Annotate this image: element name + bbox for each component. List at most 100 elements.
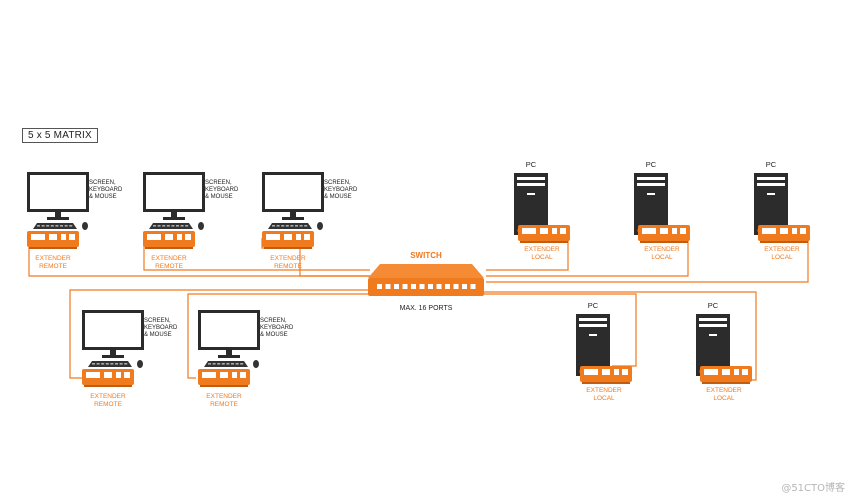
extender-remote-label: REMOTE bbox=[155, 263, 183, 270]
switch-body bbox=[368, 278, 484, 296]
switch-port bbox=[377, 284, 382, 289]
extender-remote-label: EXTENDER bbox=[206, 393, 242, 400]
extender-device bbox=[27, 231, 79, 249]
keyboard-key bbox=[110, 363, 114, 365]
keyboard-key bbox=[281, 225, 285, 227]
keyboard-key bbox=[226, 363, 230, 365]
extender-local-label: LOCAL bbox=[771, 254, 793, 261]
extender-device bbox=[198, 369, 250, 387]
switch-port bbox=[419, 284, 425, 289]
mouse-icon bbox=[253, 360, 259, 368]
pc-label: PC bbox=[708, 301, 719, 310]
keyboard-key bbox=[124, 363, 128, 365]
extender-local-label: EXTENDER bbox=[524, 246, 560, 253]
extender-local-label: EXTENDER bbox=[586, 387, 622, 394]
extender-device bbox=[518, 225, 570, 243]
extender-remote-label: EXTENDER bbox=[151, 255, 187, 262]
pc-drive-bay bbox=[637, 177, 665, 180]
mouse-icon bbox=[317, 222, 323, 230]
extender-port bbox=[31, 234, 45, 240]
extender-port bbox=[800, 228, 806, 234]
switch-port bbox=[453, 284, 459, 289]
extender-port bbox=[124, 372, 130, 378]
keyboard-key bbox=[217, 363, 221, 365]
extender-base bbox=[145, 247, 193, 249]
keyboard-key bbox=[276, 225, 280, 227]
extender-port bbox=[704, 369, 718, 375]
keyboard-key bbox=[115, 363, 118, 365]
extender-port bbox=[296, 234, 301, 240]
peripherals-label: KEYBOARD bbox=[144, 325, 178, 331]
switch-port bbox=[411, 284, 416, 289]
peripherals-label: KEYBOARD bbox=[89, 187, 123, 193]
keyboard-key bbox=[41, 225, 45, 227]
extender-port bbox=[522, 228, 536, 234]
watermark: @51CTO博客 bbox=[781, 483, 845, 494]
peripherals-label: SCREEN, bbox=[324, 180, 351, 186]
extender-port bbox=[49, 234, 57, 240]
cable-remote-2 bbox=[143, 238, 370, 271]
keyboard-key bbox=[185, 225, 189, 227]
extender-port bbox=[165, 234, 173, 240]
extender-base bbox=[760, 241, 808, 243]
cable-local-1 bbox=[486, 238, 569, 271]
keyboard-icon bbox=[268, 223, 312, 229]
keyboard-key bbox=[166, 225, 170, 227]
keyboard-key bbox=[37, 225, 40, 227]
keyboard-key bbox=[212, 363, 216, 365]
extender-local-label: EXTENDER bbox=[644, 246, 680, 253]
peripherals-label: KEYBOARD bbox=[324, 187, 358, 193]
keyboard-key bbox=[171, 225, 175, 227]
extender-port bbox=[104, 372, 112, 378]
keyboard-key bbox=[50, 225, 54, 227]
keyboard-icon bbox=[149, 223, 193, 229]
extender-base bbox=[200, 385, 248, 387]
pc-drive-bay bbox=[699, 318, 727, 321]
extender-port bbox=[742, 369, 748, 375]
extender-port bbox=[540, 228, 548, 234]
extender-port bbox=[762, 228, 776, 234]
switch-ports-label: MAX. 16 PORTS bbox=[400, 305, 453, 312]
extender-port bbox=[552, 228, 557, 234]
keyboard-key bbox=[96, 363, 100, 365]
monitor-stand bbox=[102, 355, 124, 358]
keyboard-key bbox=[69, 225, 73, 227]
keyboard-key bbox=[180, 225, 184, 227]
peripherals-label: SCREEN, bbox=[89, 180, 116, 186]
keyboard-key bbox=[240, 363, 244, 365]
switch-port bbox=[394, 284, 399, 289]
monitor-stand bbox=[163, 217, 185, 220]
extender-port bbox=[232, 372, 237, 378]
pc-slot bbox=[527, 193, 535, 195]
matrix-title: 5 x 5 MATRIX bbox=[22, 128, 98, 143]
extender-local-label: EXTENDER bbox=[706, 387, 742, 394]
keyboard-key bbox=[285, 225, 289, 227]
keyboard-key bbox=[221, 363, 225, 365]
switch-port bbox=[428, 284, 433, 289]
extender-port bbox=[560, 228, 566, 234]
monitor-screen bbox=[85, 313, 141, 347]
extender-port bbox=[185, 234, 191, 240]
keyboard-key bbox=[64, 225, 68, 227]
monitor-neck bbox=[290, 212, 296, 218]
keyboard-icon bbox=[33, 223, 77, 229]
switch-port bbox=[470, 284, 476, 289]
pc-label: PC bbox=[766, 160, 777, 169]
monitor-stand bbox=[47, 217, 69, 220]
peripherals-label: KEYBOARD bbox=[205, 187, 239, 193]
keyboard-key bbox=[235, 363, 239, 365]
keyboard-icon bbox=[88, 361, 132, 367]
extender-base bbox=[264, 247, 312, 249]
peripherals-label: & MOUSE bbox=[89, 194, 117, 200]
extender-base bbox=[29, 247, 77, 249]
keyboard-key bbox=[153, 225, 156, 227]
peripherals-label: & MOUSE bbox=[260, 332, 288, 338]
keyboard-key bbox=[157, 225, 161, 227]
